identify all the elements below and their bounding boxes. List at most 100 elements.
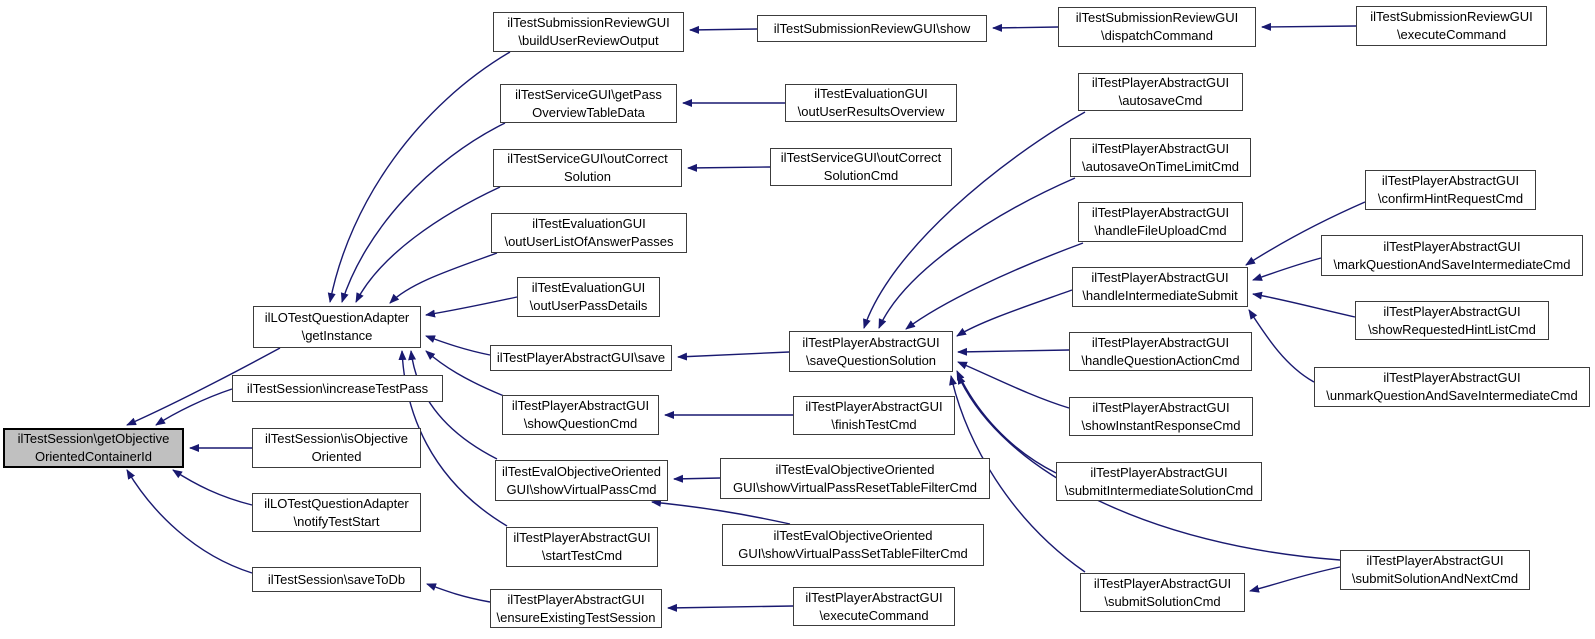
edge-autosaveCmd-to-saveQuestionSolution <box>863 111 1086 329</box>
node-label-line: GUI\showVirtualPassCmd <box>506 481 657 497</box>
graph-node-handleFileUploadCmd[interactable]: ilTestPlayerAbstractGUI\handleFileUpload… <box>1078 202 1243 242</box>
graph-node-dispatchCommand[interactable]: ilTestSubmissionReviewGUI\dispatchComman… <box>1058 7 1256 47</box>
graph-node-handleQuestionActionCmd[interactable]: ilTestPlayerAbstractGUI\handleQuestionAc… <box>1069 332 1252 371</box>
node-label-line: ilLOTestQuestionAdapter <box>264 495 409 511</box>
graph-node-save[interactable]: ilTestPlayerAbstractGUI\save <box>490 345 672 371</box>
edge-startTestCmd-to-getInstance <box>398 350 508 527</box>
graph-node-ensureExistingTestSession[interactable]: ilTestPlayerAbstractGUI \ensureExistingTe… <box>490 589 662 628</box>
node-label-line: \ensureExistingTestSession <box>496 609 656 625</box>
graph-node-notifyTestStart[interactable]: ilLOTestQuestionAdapter\notifyTestStart <box>252 493 421 532</box>
node-label-line: ilTestPlayerAbstractGUI <box>802 334 940 350</box>
node-label-line: \showRequestedHintListCmd <box>1368 321 1536 337</box>
graph-node-confirmHintRequestCmd[interactable]: ilTestPlayerAbstractGUI \confirmHintReque… <box>1365 170 1536 210</box>
node-label-line: ilTestEvaluationGUI <box>532 216 646 231</box>
node-label-line: \submitSolutionAndNextCmd <box>1351 571 1519 586</box>
edge-outUserListOfAnswerPasses-to-getInstance <box>389 252 498 304</box>
graph-node-submitIntermediateSolutionCmd[interactable]: ilTestPlayerAbstractGUI\submitIntermedia… <box>1056 462 1262 501</box>
node-label-line: ilTestPlayerAbstractGUI <box>1383 370 1521 385</box>
edge-ensureExistingTestSession-to-saveToDb <box>426 583 491 603</box>
graph-node-markQuestionAndSaveIntermediateCmd[interactable]: ilTestPlayerAbstractGUI\markQuestionAndS… <box>1321 235 1583 276</box>
graph-node-executeCommandPA[interactable]: ilTestPlayerAbstractGUI\executeCommand <box>793 587 955 626</box>
node-label-line: ilTestPlayerAbstractGUI <box>507 591 645 607</box>
graph-node-showRequestedHintListCmd[interactable]: ilTestPlayerAbstractGUI\showRequestedHin… <box>1355 301 1549 340</box>
node-label-line: \autosaveCmd <box>1118 93 1203 108</box>
node-label-line: ilTestSession\saveToDb <box>267 571 406 587</box>
edge-autosaveOnTimeLimitCmd-to-saveQuestionSolution <box>878 177 1076 329</box>
node-label-line: GUI\showVirtualPassSetTableFilterCmd <box>738 546 968 561</box>
edge-outCorrectSolution-to-getInstance <box>355 186 501 303</box>
node-label-line: ilTestEvaluationGUI <box>814 86 928 101</box>
graph-node-outUserPassDetails[interactable]: ilTestEvaluationGUI\outUserPassDetails <box>517 277 660 317</box>
node-label-line: ilTestSession\increaseTestPass <box>246 380 429 396</box>
node-label-line: ilTestSession\getObjective <box>17 431 170 446</box>
graph-node-handleIntermediateSubmit[interactable]: ilTestPlayerAbstractGUI\handleIntermedia… <box>1072 267 1248 307</box>
node-label-line: \confirmHintRequestCmd <box>1377 191 1524 206</box>
graph-node-outUserListOfAnswerPasses[interactable]: ilTestEvaluationGUI \outUserListOfAnswerP… <box>491 213 687 253</box>
graph-node-increaseTestPass[interactable]: ilTestSession\increaseTestPass <box>232 375 443 402</box>
edge-submitIntermediateSolutionCmd-to-saveQuestionSolution <box>956 370 1057 474</box>
node-label-line: \markQuestionAndSaveIntermediateCmd <box>1333 256 1571 272</box>
node-label-line: \outUserListOfAnswerPasses <box>504 234 674 249</box>
graph-node-startTestCmd[interactable]: ilTestPlayerAbstractGUI\startTestCmd <box>506 527 658 567</box>
node-label-line: ilTestPlayerAbstractGUI <box>1091 75 1230 90</box>
node-label-line: \unmarkQuestionAndSaveIntermediateCmd <box>1326 388 1578 403</box>
node-label-line: \executeCommand <box>819 607 929 623</box>
edge-saveToDb-to-getObjectiveOrientedContainerId <box>126 469 253 574</box>
graph-node-saveQuestionSolution[interactable]: ilTestPlayerAbstractGUI\saveQuestionSolu… <box>789 331 953 372</box>
edge-saveQuestionSolution-to-save <box>677 351 790 361</box>
edge-getPassOverviewTableData-to-getInstance <box>340 122 506 303</box>
graph-node-showQuestionCmd[interactable]: ilTestPlayerAbstractGUI \showQuestionCmd <box>502 395 659 435</box>
graph-node-finishTestCmd[interactable]: ilTestPlayerAbstractGUI\finishTestCmd <box>793 396 955 435</box>
node-label-line: ilTestPlayerAbstractGUI <box>1091 270 1229 285</box>
graph-node-autosaveCmd[interactable]: ilTestPlayerAbstractGUI \autosaveCmd <box>1078 73 1243 111</box>
node-label-line: \submitSolutionCmd <box>1104 593 1221 609</box>
node-label-line: \showQuestionCmd <box>523 416 638 431</box>
node-label-line: ilTestPlayerAbstractGUI <box>511 398 650 413</box>
node-label-line: SolutionCmd <box>823 168 899 183</box>
graph-node-unmarkQuestionAndSaveIntermediateCmd[interactable]: ilTestPlayerAbstractGUI \unmarkQuestionAn… <box>1314 367 1590 407</box>
graph-node-autosaveOnTimeLimitCmd[interactable]: ilTestPlayerAbstractGUI\autosaveOnTimeLi… <box>1070 138 1251 177</box>
edge-executeCommandSR-to-dispatchCommand <box>1261 22 1357 31</box>
edge-handleFileUploadCmd-to-saveQuestionSolution <box>905 242 1084 330</box>
graph-node-submitSolutionAndNextCmd[interactable]: ilTestPlayerAbstractGUI\submitSolutionAn… <box>1340 550 1530 590</box>
node-label-line: \handleFileUploadCmd <box>1094 223 1227 238</box>
edge-buildUserReviewOutput-to-getInstance <box>327 51 511 303</box>
graph-node-saveToDb[interactable]: ilTestSession\saveToDb <box>252 567 421 592</box>
node-label-line: Solution <box>564 169 611 184</box>
graph-node-outUserResultsOverview[interactable]: ilTestEvaluationGUI\outUserResultsOvervi… <box>785 84 957 122</box>
edge-outUserPassDetails-to-getInstance <box>425 296 518 318</box>
edge-markQuestionAndSaveIntermediateCmd-to-handleIntermediateSubmit <box>1252 257 1322 281</box>
edge-showRequestedHintListCmd-to-handleIntermediateSubmit <box>1252 291 1356 318</box>
graph-node-submitSolutionCmd[interactable]: ilTestPlayerAbstractGUI\submitSolutionCm… <box>1080 573 1245 612</box>
node-label-line: ilTestPlayerAbstractGUI <box>1381 173 1520 188</box>
edge-submitSolutionCmd-to-saveQuestionSolution <box>949 375 1086 573</box>
edge-save-to-getInstance <box>425 335 491 356</box>
node-label-line: ilTestPlayerAbstractGUI <box>1090 464 1228 480</box>
node-label-line: ilTestPlayerAbstractGUI\save <box>496 350 666 365</box>
node-label-line: ilTestServiceGUI\outCorrect <box>507 151 668 166</box>
graph-node-executeCommandSR[interactable]: ilTestSubmissionReviewGUI\executeCommand <box>1356 6 1547 46</box>
edge-handleIntermediateSubmit-to-saveQuestionSolution <box>956 289 1073 337</box>
graph-node-buildUserReviewOutput[interactable]: ilTestSubmissionReviewGUI\buildUserRevie… <box>493 12 684 52</box>
graph-node-getInstance[interactable]: ilLOTestQuestionAdapter\getInstance <box>253 306 421 348</box>
node-label-line: ilTestPlayerAbstractGUI <box>1092 399 1230 415</box>
node-label-line: \showInstantResponseCmd <box>1081 417 1241 433</box>
node-label-line: ilTestEvalObjectiveOriented <box>775 461 935 477</box>
graph-node-showInstantResponseCmd[interactable]: ilTestPlayerAbstractGUI \showInstantRespo… <box>1069 397 1253 436</box>
node-label-line: ilTestSubmissionReviewGUI <box>1075 10 1239 25</box>
node-label-line: \autosaveOnTimeLimitCmd <box>1081 158 1239 174</box>
node-label-line: ilTestServiceGUI\outCorrect <box>780 150 942 165</box>
graph-node-show[interactable]: ilTestSubmissionReviewGUI\show <box>757 15 987 42</box>
node-label-line: OverviewTableData <box>532 104 645 120</box>
edge-handleQuestionActionCmd-to-saveQuestionSolution <box>957 347 1070 356</box>
